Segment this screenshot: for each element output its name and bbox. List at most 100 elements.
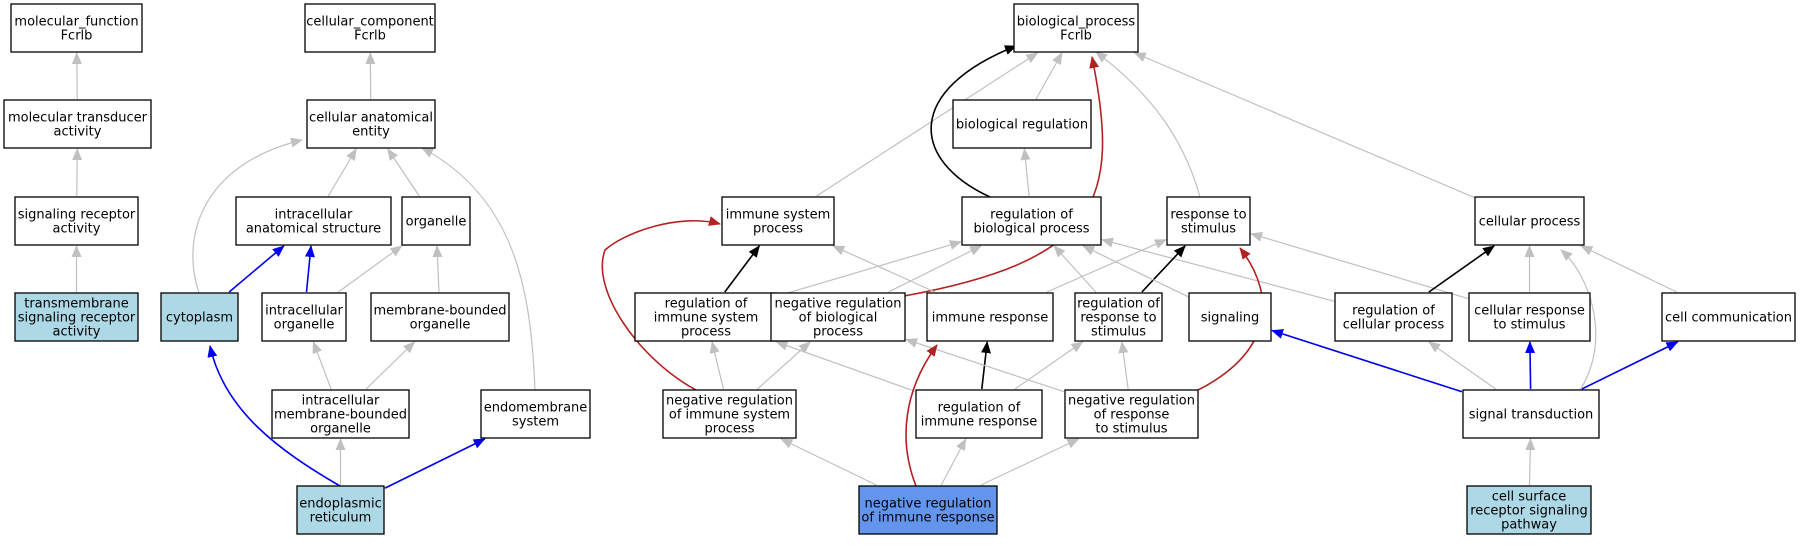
node-cc2-label-line: cell communication [1665,311,1792,326]
node-mf-label-line: Fcrlb [61,29,93,44]
node-nrir-label-line: of immune response [861,511,994,526]
edge-cyto-to-cae [192,137,303,294]
node-cc-label-line: cellular_component [306,15,434,30]
node-tsra-label-line: activity [53,325,101,340]
edge-nrir-to-ir [905,344,938,487]
node-nrrts-label-line: to stimulus [1095,422,1167,437]
node-cc-label-line: Fcrlb [354,29,386,44]
edge-nrisp-to-nrbp [757,341,811,390]
edges-layer [71,45,1679,489]
edge-iorg-to-ias [304,245,315,293]
node-cp[interactable]: cellular process [1474,196,1585,246]
node-imbo-box [271,389,410,439]
node-sig-box [1188,292,1272,342]
node-rts-label-line: stimulus [1181,222,1236,237]
node-cyto[interactable]: cytoplasm [160,292,239,342]
node-ir-label-line: immune response [932,311,1049,326]
node-cc-box [304,3,436,53]
edge-nrisp-to-risp [709,341,724,390]
node-cae-box [306,99,436,149]
node-imbo-label-line: organelle [310,422,371,437]
node-iorg-label-line: organelle [274,318,335,333]
node-nrrts-label-line: of response [1094,408,1170,423]
edge-mbo-to-org [432,245,443,293]
edge-iorg-to-org [338,245,403,293]
node-breg-box [952,99,1092,149]
node-endo-label-line: endomembrane [484,401,588,416]
node-nrbp-label-line: of biological [799,311,878,326]
node-nrrts-label-line: negative regulation [1068,394,1195,409]
edge-st-to-crts [1525,341,1536,390]
edge-cc2-to-cp [1580,245,1677,293]
edge-sig-to-rbp [1082,245,1189,298]
node-org-box [401,196,471,246]
edge-er-to-cyto [207,345,341,487]
node-sra-label-line: signaling receptor [18,208,136,223]
node-sig[interactable]: signaling [1188,292,1272,342]
node-ias-label-line: intracellular [275,208,353,223]
edge-rcp-to-rbp [1101,237,1335,302]
node-ias-label-line: anatomical structure [246,222,381,237]
node-nrrts-box [1064,389,1199,439]
node-mta-label-line: activity [54,125,102,140]
edge-nrir-to-nrisp [780,438,877,486]
node-cyto-box [160,292,239,342]
edge-rbp-to-bp [930,45,1017,198]
node-cc2-box [1661,292,1796,342]
node-cc2[interactable]: cell communication [1661,292,1796,342]
node-risp-label-line: process [681,325,731,340]
edge-isp-to-bp [816,52,1039,197]
node-crts-label-line: to stimulus [1493,318,1565,333]
node-org-label-line: organelle [406,215,467,230]
node-org[interactable]: organelle [401,196,471,246]
node-st-label-line: signal transduction [1469,408,1594,423]
node-breg-label-line: biological regulation [956,118,1088,133]
edge-st-to-rcp [1428,341,1496,390]
node-ir[interactable]: immune response [926,292,1054,342]
node-rir-box [915,389,1043,439]
edge-nrbp-to-rbp [888,245,982,293]
node-nrisp-box [662,389,797,439]
node-er-label-line: endoplasmic [299,497,381,512]
edge-ir-to-isp [832,245,936,293]
node-er-box [296,485,385,535]
node-tsra-box [14,292,139,342]
node-tsra-label-line: signaling receptor [18,311,136,326]
edge-imbo-to-mbo [365,341,416,390]
node-mf-label-line: molecular_function [14,15,138,30]
node-bp-label-line: biological_process [1017,15,1136,30]
node-er-label-line: reticulum [310,511,372,526]
node-rir-label-line: regulation of [938,401,1021,416]
edge-risp-to-rbp [777,240,962,297]
node-breg[interactable]: biological regulation [952,99,1092,149]
node-st[interactable]: signal transduction [1462,389,1600,439]
edge-rts-to-bp [1095,51,1201,198]
